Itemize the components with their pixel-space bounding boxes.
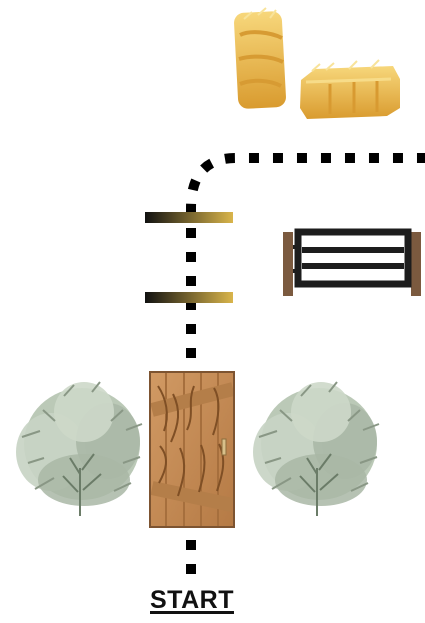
bush-icon [16, 382, 142, 516]
black-bar-gate-icon [283, 232, 421, 296]
hay-bale-icon [300, 60, 400, 119]
start-label: START [130, 586, 254, 615]
bush-icon [253, 382, 379, 516]
low-bar-icon [145, 292, 233, 303]
wooden-door-icon [150, 372, 234, 527]
hay-bale-icon [234, 8, 287, 109]
low-bar-icon [145, 212, 233, 223]
